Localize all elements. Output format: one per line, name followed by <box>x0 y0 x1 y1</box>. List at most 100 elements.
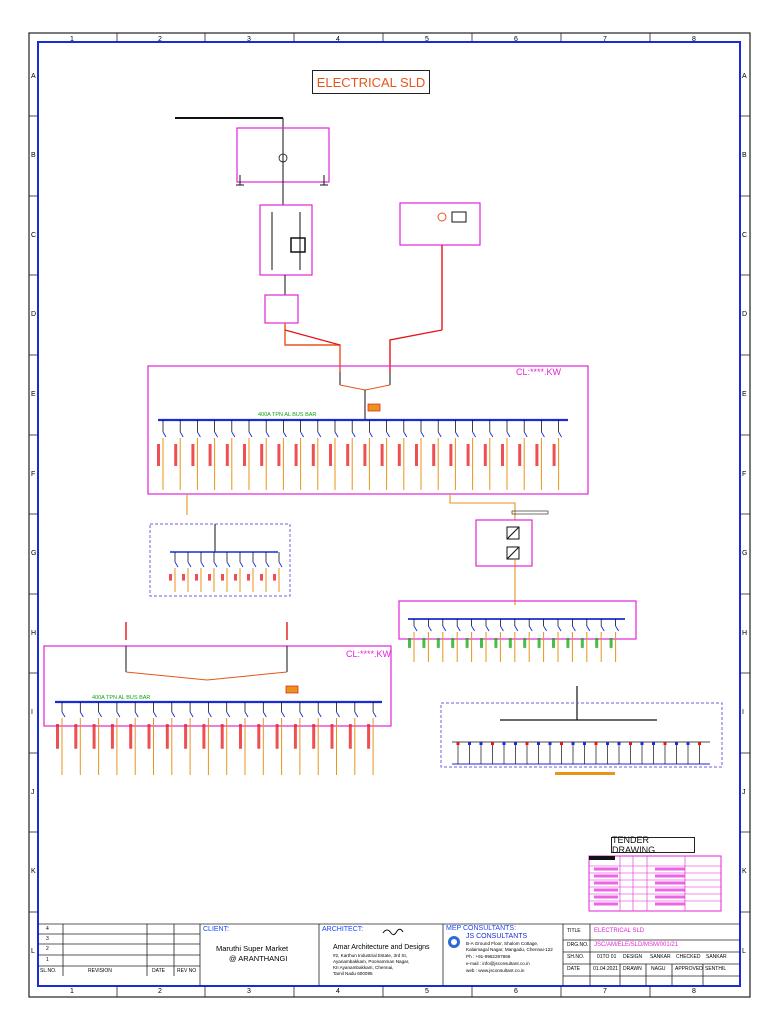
feeder-breaker <box>541 431 545 438</box>
col-number-3: 3 <box>247 36 251 43</box>
outer-border <box>28 32 751 998</box>
feeder-label-mark <box>147 724 151 749</box>
feeder-label-mark <box>508 638 512 648</box>
feeder-label-mark <box>74 724 78 749</box>
header-rev-no: REV NO <box>177 968 197 974</box>
mep-web: web : www.jsconsultant.co.in <box>466 968 525 973</box>
feeder-breaker <box>134 711 139 718</box>
third-db-terminal <box>629 742 632 745</box>
second-feeders <box>56 702 377 775</box>
ups-db <box>398 600 637 640</box>
mep-address-1: B-A Ground Floor, Shalom Cottage, <box>466 941 539 946</box>
feeder-breaker <box>231 431 236 438</box>
feeder-label-mark <box>56 724 59 749</box>
feeder-label-mark <box>348 724 352 749</box>
col-number-6-bottom: 6 <box>514 988 518 995</box>
feeder-breaker <box>456 625 461 632</box>
third-db-feeders <box>456 742 701 775</box>
legend-row-mark <box>655 881 685 885</box>
approved-value: SENTHIL <box>705 966 727 972</box>
dg-set <box>284 202 481 372</box>
feeder-breaker <box>334 431 339 438</box>
feeder-label-mark <box>422 638 426 648</box>
row-letter-c-right: C <box>742 232 748 239</box>
feeder-label-mark <box>174 444 178 466</box>
feeder-label-mark <box>275 724 279 749</box>
feeder-breaker <box>506 431 511 438</box>
feeder-label-mark <box>480 638 483 648</box>
drg-label: DRG.NO. <box>567 942 589 948</box>
third-db-terminal <box>675 742 678 745</box>
feeder-breaker <box>265 431 270 438</box>
feeder-label-mark <box>184 724 188 749</box>
legend-row-mark <box>594 902 618 906</box>
legend-row-mark <box>655 874 685 878</box>
feeder-label-mark <box>415 444 418 466</box>
mep-label: MEP CONSULTANTS: <box>446 925 517 932</box>
row-letter-k: K <box>31 868 36 875</box>
feeder-label-mark <box>202 724 206 749</box>
feeder-label-mark <box>566 638 570 648</box>
feeder-breaker <box>248 431 253 438</box>
col-number-7: 7 <box>603 36 607 43</box>
approved-label: APPROVED <box>675 966 703 972</box>
row-letter-l: L <box>31 948 35 955</box>
row-letter-k-right: K <box>742 868 747 875</box>
feeder-label-mark <box>294 444 298 466</box>
third-db-terminal <box>525 742 529 745</box>
client-name: Maruthi Super Market <box>216 944 289 953</box>
third-db-terminal <box>548 742 552 745</box>
feeder-label-mark <box>191 444 195 466</box>
third-db-terminal <box>502 742 506 745</box>
feeder-label-mark <box>363 444 367 466</box>
feeder-breaker <box>116 711 121 718</box>
row-letter-f: F <box>31 471 36 478</box>
feeder-label-mark <box>312 724 316 749</box>
architect-address-1: #2, Karthun Industrial Estate, 3rd St, <box>333 953 408 958</box>
drawn-value: NAGU <box>651 966 666 972</box>
feeder-label-mark <box>234 574 237 581</box>
incoming-supply <box>175 117 341 372</box>
feeder-breaker <box>174 561 179 568</box>
row-letter-h-right: H <box>742 630 748 637</box>
feeder-label-mark <box>397 444 401 466</box>
drawing-title: ELECTRICAL SLD <box>312 70 430 94</box>
feeder-breaker <box>162 431 167 438</box>
feeder-breaker <box>413 625 418 632</box>
legend-row-mark <box>655 888 685 892</box>
feeder-breaker <box>351 431 356 438</box>
feeder-breaker <box>557 625 562 632</box>
feeder-label-mark <box>609 638 613 648</box>
feeder-breaker <box>354 711 359 718</box>
row-letter-g-right: G <box>742 550 748 557</box>
col-number-7-bottom: 7 <box>603 988 607 995</box>
feeder-breaker <box>500 625 504 632</box>
mep-phone: Ph : +91-9962297866 <box>466 954 511 959</box>
third-db-terminal <box>468 742 471 745</box>
feeder-breaker <box>179 431 184 438</box>
feeder-label-mark <box>449 444 453 466</box>
feeder-label-mark <box>494 638 498 648</box>
row-letter-d: D <box>31 311 37 318</box>
feeder-breaker <box>61 711 66 718</box>
col-number-1: 1 <box>70 36 74 43</box>
feeder-breaker <box>514 625 519 632</box>
row-letter-h: H <box>31 630 37 637</box>
col-number-4-bottom: 4 <box>336 988 340 995</box>
feeder-label-mark <box>182 574 185 581</box>
main-breaker-box <box>264 294 299 324</box>
revision-row-1: 1 <box>46 957 49 963</box>
feeder-breaker <box>244 711 249 718</box>
col-number-3-bottom: 3 <box>247 988 251 995</box>
header-sl-no: SL.NO. <box>40 968 57 974</box>
changeover-panel <box>259 204 313 276</box>
feeder-label-mark <box>535 444 539 466</box>
legend-row-mark <box>594 881 618 885</box>
checked-label: CHECKED <box>676 954 701 960</box>
feeder-label-mark <box>260 574 263 581</box>
feeder-label-mark <box>243 444 246 466</box>
third-db-terminal <box>479 742 483 745</box>
feeder-label-mark <box>311 444 315 466</box>
feeder-breaker <box>442 625 447 632</box>
ups-panel <box>475 519 533 567</box>
